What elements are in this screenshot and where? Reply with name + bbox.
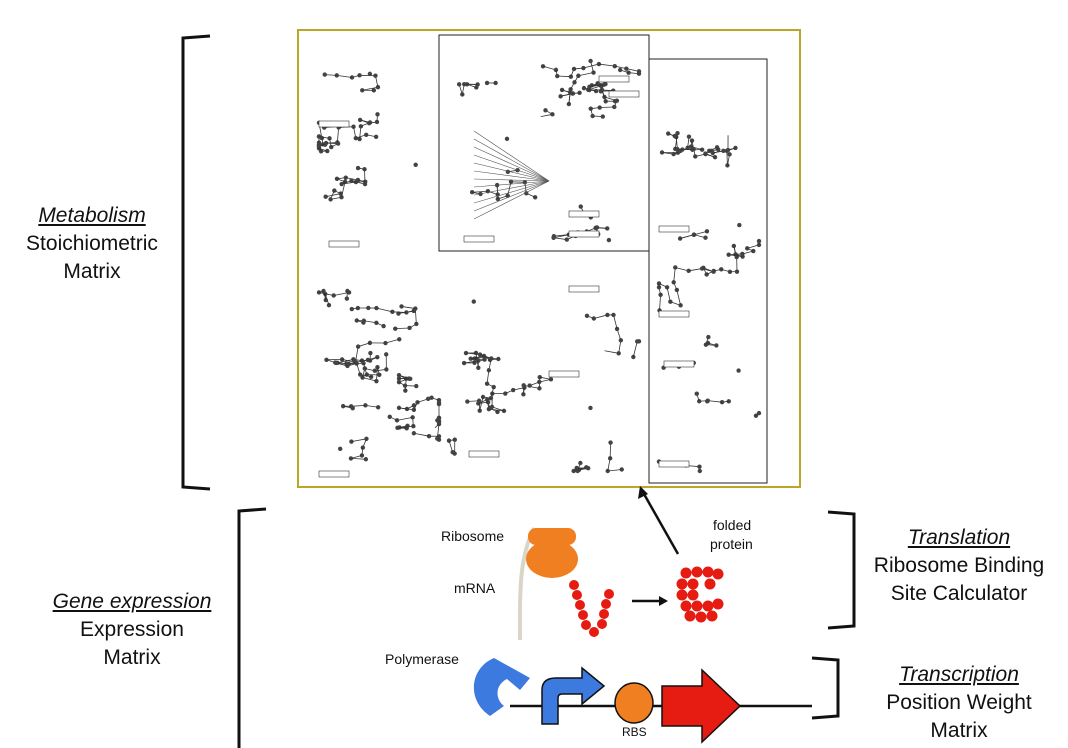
network-graph — [316, 34, 768, 484]
transcription-heading: Transcription — [899, 663, 1019, 686]
polymerase-label: Polymerase — [385, 651, 459, 667]
nascent-peptide — [569, 580, 614, 637]
translation-heading: Translation — [907, 526, 1011, 549]
metabolism-line2: Matrix — [63, 260, 121, 283]
gene-expression-line2: Matrix — [103, 646, 161, 669]
gene-arrow — [661, 668, 742, 744]
ribosome-small-subunit — [528, 528, 576, 545]
inner-panel-right — [648, 58, 768, 484]
transcription-label: Transcription Position Weight Matrix — [850, 661, 1068, 745]
transcription-bracket — [811, 656, 840, 720]
metabolic-network-map — [297, 29, 801, 488]
mrna-label: mRNA — [454, 580, 496, 596]
mrna-strand — [517, 527, 536, 641]
folded-protein — [676, 566, 724, 623]
metabolism-bracket — [181, 34, 211, 491]
gene-expression-bracket — [237, 507, 267, 748]
transcription-line1: Position Weight — [886, 691, 1032, 714]
translation-label: Translation Ribosome Binding Site Calcul… — [850, 524, 1068, 608]
polymerase-shape — [473, 658, 530, 716]
promoter-arrow — [541, 666, 606, 725]
translation-line2: Site Calculator — [890, 582, 1028, 605]
fold-arrow-head — [659, 596, 668, 606]
translation-line1: Ribosome Binding — [873, 554, 1045, 577]
folded-protein-label-2: protein — [710, 536, 753, 552]
transcription-line2: Matrix — [930, 719, 988, 742]
metabolism-label: Metabolism Stoichiometric Matrix — [0, 202, 184, 286]
gene-expression-line1: Expression — [80, 618, 184, 641]
metabolism-heading: Metabolism — [38, 204, 146, 227]
gene-expression-heading: Gene expression — [52, 590, 212, 613]
ribosome-label: Ribosome — [441, 528, 505, 544]
rbs-shape — [614, 682, 654, 724]
folded-protein-label-1: folded — [713, 517, 752, 533]
ribosome-large-subunit — [526, 540, 578, 578]
rbs-label: RBS — [622, 725, 647, 739]
gene-expression-label: Gene expression Expression Matrix — [22, 588, 242, 672]
metabolism-line1: Stoichiometric — [26, 232, 158, 255]
